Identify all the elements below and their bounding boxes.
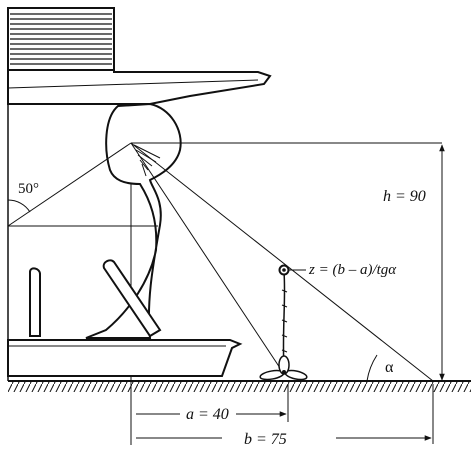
a-label: a = 40 — [186, 406, 229, 423]
b-label: b = 75 — [244, 431, 287, 448]
angle-50-arc — [7, 199, 31, 213]
roof-shelf — [7, 69, 272, 105]
console-tray — [7, 339, 243, 377]
alpha-arc — [366, 354, 378, 382]
h-label: h = 90 — [383, 188, 426, 205]
marker-pole — [278, 264, 290, 371]
ground — [8, 380, 471, 392]
sight-lines — [7, 142, 442, 382]
sight-line-to-ground — [130, 142, 434, 382]
z-formula-label: z = (b – a)/tgα — [308, 262, 397, 278]
lever-left — [29, 267, 41, 337]
sight-line-to-mark — [130, 142, 283, 372]
dimension-guides — [287, 384, 434, 444]
flower-icon — [259, 355, 308, 381]
lever-right — [102, 259, 162, 338]
alpha-label: α — [385, 359, 394, 376]
screen-icon — [7, 7, 115, 71]
sight-line-to-wall — [7, 142, 132, 227]
angle-50-label: 50° — [18, 181, 39, 197]
